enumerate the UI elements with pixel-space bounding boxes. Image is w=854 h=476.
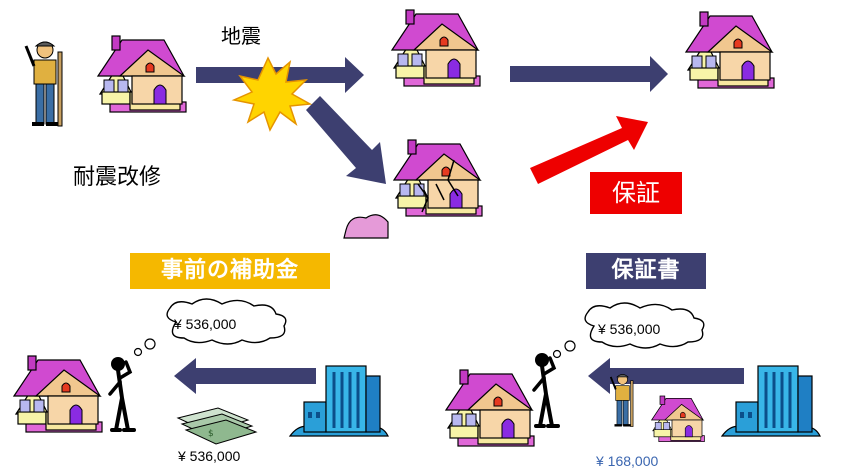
- guarantee-badge: 保証: [590, 172, 682, 214]
- thought-amount: ¥ 536,000: [598, 321, 661, 337]
- damaged-house-icon: [393, 139, 483, 217]
- retrofit-label: 耐震改修: [73, 165, 162, 190]
- subsidy-banner: 事前の補助金: [130, 253, 330, 289]
- house-icon: [391, 9, 481, 87]
- arrow-guarantee: [530, 116, 648, 184]
- subsidy-banner-label: 事前の補助金: [160, 258, 299, 283]
- certificate-banner: 保証書: [586, 253, 706, 289]
- house-icon: [445, 369, 535, 447]
- arrow-left: [174, 358, 316, 394]
- house-icon: [685, 11, 775, 89]
- earthquake-burst-icon: [231, 56, 313, 132]
- thought-bubble-dot: [144, 338, 156, 350]
- house-icon: [13, 355, 103, 433]
- guarantee-label: 保証: [612, 179, 660, 207]
- certificate-banner-label: 保証書: [611, 258, 681, 283]
- paid-amount: ¥ 536,000: [178, 448, 241, 464]
- thought-bubble-dot: [564, 340, 576, 352]
- arrow-down-right: [306, 96, 386, 184]
- arrow-left: [588, 358, 744, 394]
- thought-bubble-dot: [133, 347, 143, 357]
- thinking-person-icon: [532, 351, 560, 428]
- rubble-icon: [343, 214, 389, 239]
- house-icon: [97, 35, 187, 113]
- money-stack-icon: [177, 407, 257, 445]
- paid-amount: ¥ 168,000: [596, 453, 659, 469]
- house-icon: [651, 395, 705, 442]
- arrow-right: [510, 56, 668, 92]
- thinking-person-icon: [108, 355, 136, 432]
- earthquake-label: 地震: [221, 24, 261, 48]
- thought-bubble-dot: [552, 349, 562, 359]
- worker-icon: [24, 40, 64, 128]
- thought-amount: ¥ 536,000: [174, 316, 237, 332]
